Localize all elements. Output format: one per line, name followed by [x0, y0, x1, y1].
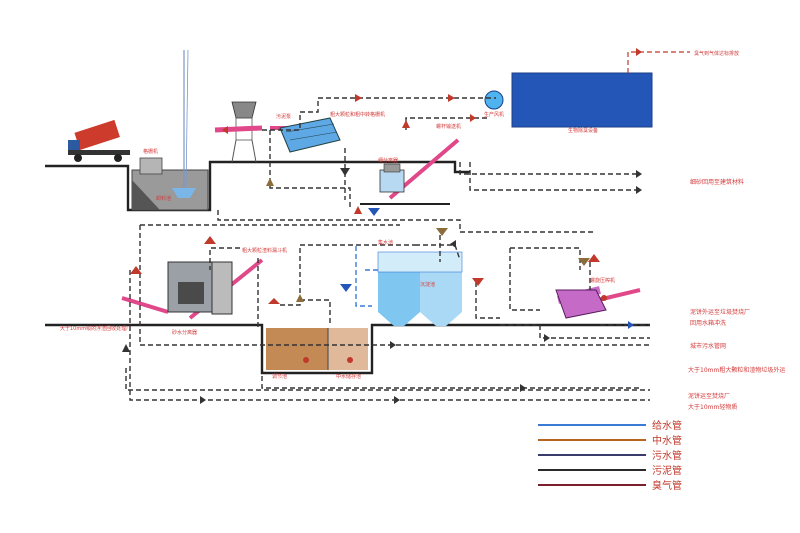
legend-item-odor: 臭气管 — [538, 479, 682, 492]
label-unload: 卸料池 — [156, 195, 171, 202]
label-bin: 格栅机 — [143, 148, 158, 155]
hopper-icon — [231, 101, 257, 163]
label-reuse: 回用水箱冲洗 — [690, 319, 726, 327]
label-conveyor1: 螺杆输送机 — [436, 123, 461, 130]
sedimentation-tanks — [377, 251, 463, 326]
label-bigpump: 大于10mm级的浮渣回收处理厂 — [60, 325, 131, 332]
label-over10: 大于10mm粗大颗粒和渣物垃圾外运 — [688, 366, 785, 374]
label-tank-a: 调节池 — [272, 373, 287, 380]
legend-label-sewage: 污水管 — [652, 449, 682, 462]
label-screen: 粗大颗粒和粗中转格栅机 — [330, 111, 385, 118]
legend-item-sludge: 污泥管 — [538, 464, 682, 477]
label-sewer: 城市污水管网 — [690, 342, 726, 350]
label-out10b: 大于10mm轻物质 — [688, 403, 737, 411]
regulating-tank — [266, 328, 368, 370]
flow-arrows — [122, 48, 642, 404]
sludge-pipes — [125, 97, 650, 401]
legend-item-reclaimed: 中水管 — [538, 434, 682, 447]
label-out10: 泥饼运至焚烧厂 — [688, 392, 730, 400]
legend-item-water: 给水管 — [538, 419, 682, 432]
screw-press-icon — [555, 289, 607, 319]
label-odor-unit: 生物除臭设备 — [568, 127, 598, 134]
label-sludge-out: 泥饼外运至垃圾焚烧厂 — [690, 308, 750, 316]
legend: 给水管 中水管 污水管 污泥管 臭气管 — [538, 419, 682, 492]
label-hopper: 粗大颗粒渣料漏斗机 — [242, 247, 287, 254]
legend-label-sludge: 污泥管 — [652, 464, 682, 477]
label-deodor: 臭气到气体达标排放 — [694, 50, 739, 57]
truck-icon — [68, 119, 130, 162]
water-pipes — [355, 246, 380, 307]
odor-treatment-unit — [484, 72, 653, 128]
legend-label-reclaimed: 中水管 — [652, 434, 682, 447]
legend-label-water: 给水管 — [652, 419, 682, 432]
rotary-screen-icon — [279, 117, 341, 153]
label-screw-press: 螺旋压榨机 — [590, 277, 615, 284]
unloading-pit — [131, 49, 209, 211]
label-fan: 生产风机 — [484, 111, 504, 118]
ground-lines — [45, 160, 650, 375]
odor-pipes — [627, 51, 690, 73]
legend-label-odor: 臭气管 — [652, 479, 682, 492]
label-deflt: 集水池 — [378, 239, 393, 246]
separator-icon — [379, 163, 405, 193]
label-tank-b: 中水储存池 — [336, 373, 361, 380]
label-settle: 沉淀池 — [420, 281, 435, 288]
label-crusher: 细分离器 — [378, 157, 398, 164]
label-pump1: 污泥泵 — [276, 113, 291, 120]
legend-item-sewage: 污水管 — [538, 449, 682, 462]
label-recycle: 细砂回用至建筑材料 — [690, 178, 744, 186]
crusher-icon — [167, 261, 233, 315]
label-sand-sep: 砂水分离器 — [172, 329, 197, 336]
labels: 臭气到气体达标排放 生物除臭设备 生产风机 粗大颗粒和粗中转格栅机 螺杆输送机 … — [60, 50, 785, 411]
